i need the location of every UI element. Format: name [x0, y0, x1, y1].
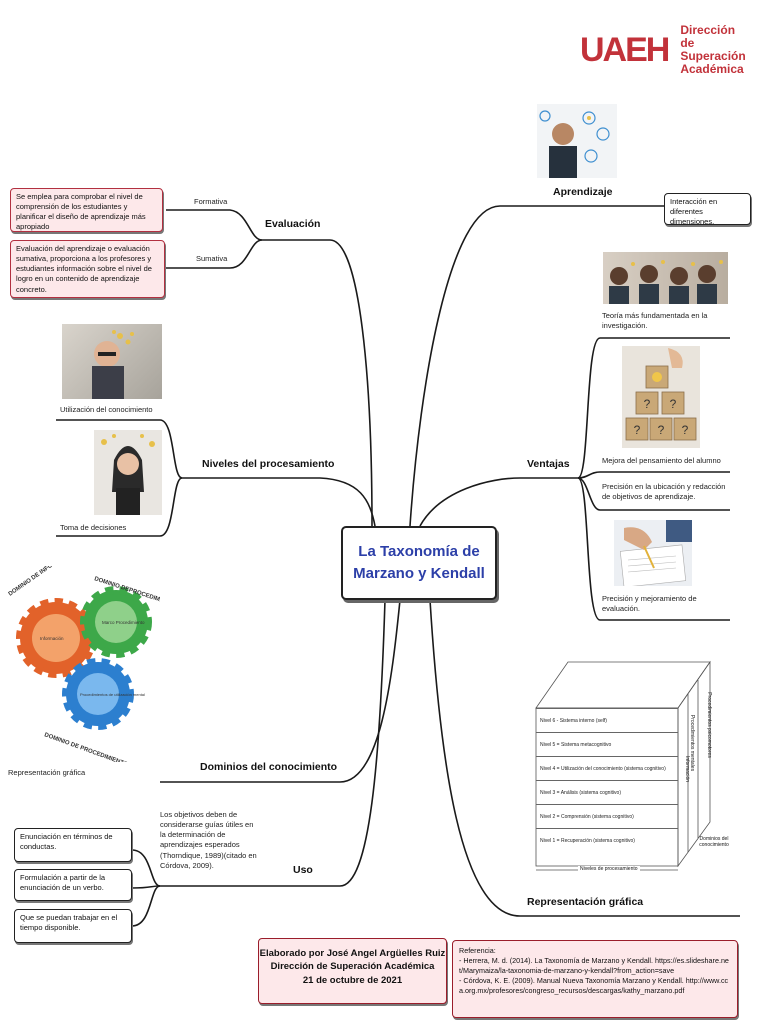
uso-description: Los objetivos deben de considerarse guía… — [160, 810, 257, 870]
logo-text: Dirección de Superación Académica — [680, 22, 746, 77]
woman-icon — [101, 434, 155, 515]
reference-2[interactable]: - Córdova, K. E. (2009). Manual Nueva Ta… — [459, 976, 729, 996]
sumativa-label: Sumativa — [196, 254, 228, 263]
branch-representacion[interactable]: Representación gráfica — [527, 896, 644, 908]
branch-ventajas[interactable]: Ventajas — [527, 458, 570, 470]
ventaja-3-text: Precisión en la ubicación y redacción de… — [602, 482, 726, 502]
ventaja-2-text: Mejora del pensamiento del alumno — [602, 456, 721, 465]
author-name: Elaborado por José Angel Argüelles Ruiz — [259, 948, 446, 959]
formativa-label: Formativa — [194, 197, 228, 206]
cube-level-4: Nivel 4 = Utilización del conocimiento (… — [536, 756, 678, 780]
author-date: 21 de octubre de 2021 — [302, 974, 403, 986]
cube-level-6: Nivel 6 - Sistema interno (self) — [536, 708, 678, 732]
branch-dominios[interactable]: Dominios del conocimiento — [200, 761, 338, 773]
blue-gear-icon — [62, 658, 134, 730]
uaeh-logo: UAEH Dirección de Superación Académica — [580, 22, 746, 78]
sumativa-box[interactable]: Evaluación del aprendizaje o evaluación … — [10, 240, 165, 298]
formativa-box[interactable]: Se emplea para comprobar el nivel de com… — [10, 188, 163, 232]
dominios-caption: Representación gráfica — [8, 768, 86, 777]
thinking-man-image — [62, 324, 162, 399]
ventaja-1-text: Teoría más fundamentada en la investigac… — [602, 311, 708, 331]
cube-level-2: Nivel 2 = Comprensión (sistema cognitivo… — [536, 804, 678, 828]
writing-hand-icon — [619, 520, 692, 586]
svg-text:?: ? — [670, 397, 677, 411]
uso-item-2[interactable]: Formulación a partir de la enunciación d… — [14, 869, 132, 901]
taxonomy-cube-diagram: Nivel 6 - Sistema interno (self) Nivel 5… — [528, 656, 734, 882]
branch-uso[interactable]: Uso — [293, 864, 313, 876]
gear-blue-label: DOMINIO DE PROCEDIMIENTOS PSICOMOTORES — [43, 732, 160, 762]
references-title: Referencia: — [459, 946, 496, 955]
author-box: Elaborado por José Angel Argüelles Ruiz … — [258, 938, 447, 1004]
branch-evaluacion[interactable]: Evaluación — [265, 218, 321, 230]
cube-bottom-label: Niveles de procesamiento — [578, 866, 640, 872]
svg-text:?: ? — [658, 423, 665, 437]
cube-level-1: Nivel 1 = Recuperación (sistema cognitiv… — [536, 828, 678, 852]
writing-image — [614, 520, 692, 586]
question-cubes-icon: ????? — [625, 348, 697, 441]
svg-text:?: ? — [644, 397, 651, 411]
toma-decisiones-text: Toma de decisiones — [60, 523, 127, 532]
gears-diagram: DOMINIO DE INFORMACIÓN DOMINIO DEPROCEDI… — [4, 566, 160, 762]
svg-text:?: ? — [682, 423, 689, 437]
cube-side-2: Procedimientos mentales — [689, 714, 696, 772]
aprendizaje-box[interactable]: Interacción en diferentes dimensiones. — [664, 193, 751, 226]
uso-item-1[interactable]: Enunciación en términos de conductas. — [14, 828, 132, 862]
cube-corner-label: Dominios del conocimiento — [699, 836, 729, 848]
cubes-image: ????? — [622, 346, 700, 448]
gear-green-inner: Marco Procedimiento — [102, 620, 145, 625]
gear-blue-inner: Procedimientos de utilización mental — [80, 692, 145, 697]
cube-side-3: Procedimientos psicomotores — [705, 692, 712, 758]
learning-image — [537, 104, 617, 178]
author-dept: Dirección de Superación Académica — [270, 961, 435, 973]
cube-level-5: Nivel 5 = Sistema metacognitivo — [536, 732, 678, 756]
green-gear-icon — [80, 586, 152, 658]
svg-text:?: ? — [634, 423, 641, 437]
references-box: Referencia: - Herrera, M. d. (2014). La … — [452, 940, 738, 1018]
uso-item-3[interactable]: Que se puedan trabajar en el tiempo disp… — [14, 909, 132, 943]
logo-mark: UAEH — [580, 30, 670, 69]
gear-orange-label: DOMINIO DE INFORMACIÓN — [7, 566, 78, 598]
branch-aprendizaje[interactable]: Aprendizaje — [553, 186, 613, 198]
learning-icon — [539, 110, 610, 178]
ventaja-4-text: Precisión y mejoramiento de evaluación. — [602, 594, 697, 614]
orange-gear-icon — [16, 598, 96, 678]
reference-1[interactable]: - Herrera, M. d. (2014). La Taxonomía de… — [459, 956, 729, 976]
thinking-man-icon — [92, 330, 134, 399]
woman-decisions-image — [94, 430, 162, 515]
cube-level-3: Nivel 3 = Análisis (sistema cognitivo) — [536, 780, 678, 804]
utilizacion-conocimiento-text: Utilización del conocimiento — [60, 405, 153, 414]
central-topic[interactable]: La Taxonomía de Marzano y Kendall — [341, 526, 497, 600]
heads-image — [603, 252, 728, 304]
branch-niveles[interactable]: Niveles del procesamiento — [202, 458, 335, 470]
gear-orange-inner: Información — [40, 636, 64, 641]
heads-icon — [609, 260, 723, 304]
